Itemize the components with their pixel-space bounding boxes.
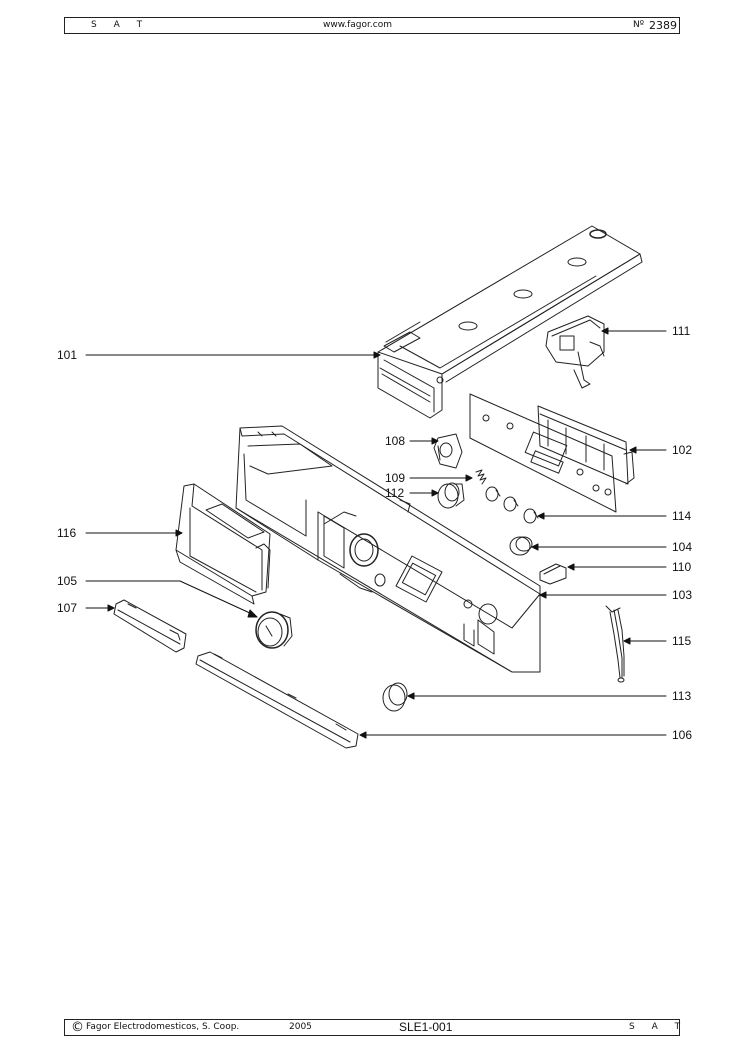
header-sat-label: S A T [91,20,150,30]
part-113-knob [382,682,408,712]
part-106-trim-strip [195,651,359,749]
callout-112: 112 [385,486,405,500]
part-115-wiring [605,605,625,683]
part-116-drawer-front [175,483,271,605]
footer-model-code: SLE1-001 [399,1020,453,1034]
callout-103: 103 [672,588,693,602]
callout-110: 110 [672,560,692,574]
part-112-button [437,482,465,509]
part-110-connector [539,563,567,585]
callout-105: 105 [57,574,78,588]
callout-106: 106 [672,728,693,742]
doc-number-prefix: Nº [633,20,644,30]
part-107-strip [113,599,187,653]
callout-111: 111 [672,324,691,338]
callout-104: 104 [672,540,693,554]
callout-108: 108 [385,434,406,448]
callout-107: 107 [57,601,78,615]
part-109-spring [475,469,487,485]
header-url: www.fagor.com [323,20,392,30]
footer-sat-label: S A T [629,1022,688,1032]
callout-114: 114 [672,509,692,523]
header-bar: S A T www.fagor.com Nº 2389 [64,17,680,34]
part-103-front-panel [235,425,541,673]
part-114-light-pipes [485,486,539,524]
doc-number: 2389 [649,19,677,32]
footer-year: 2005 [289,1022,312,1032]
part-104-knob [509,536,533,556]
callout-115: 115 [672,634,692,648]
callout-102: 102 [672,443,693,457]
callout-116: 116 [57,526,77,540]
part-105-selector-knob [255,611,293,649]
part-102-control-board [469,393,635,513]
copyright-icon: © [71,1020,84,1035]
callout-101: 101 [57,348,78,362]
callout-113: 113 [672,689,692,703]
part-101-top-cover [377,225,643,419]
part-111-switch [545,315,605,389]
part-108 [433,433,463,469]
leader-lines [85,327,667,739]
footer-company: Fagor Electrodomesticos, S. Coop. [86,1022,240,1032]
footer-bar: © Fagor Electrodomesticos, S. Coop. 2005… [64,1019,680,1036]
callout-109: 109 [385,471,406,485]
